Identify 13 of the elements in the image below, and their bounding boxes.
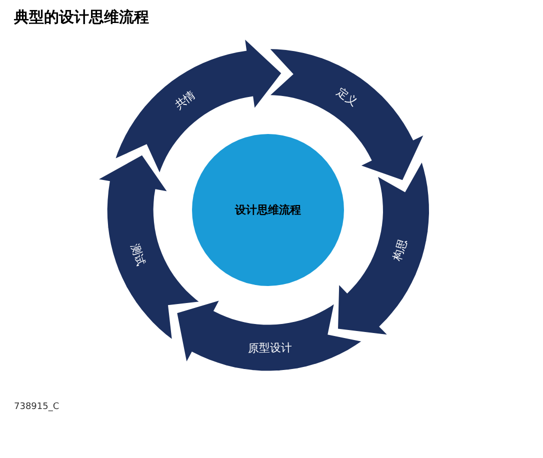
ring-segment [114, 36, 282, 175]
reference-code: 738915_C [14, 402, 60, 412]
diagram-title: 典型的设计思维流程 [14, 8, 149, 27]
ring-segment [337, 160, 430, 336]
node-label: 设计思维流程 [235, 204, 301, 216]
ring-segment [176, 299, 364, 372]
center-circle [192, 134, 344, 286]
node-label: 构思 [392, 238, 408, 262]
node-label: 共情 [172, 88, 198, 111]
node-label: 原型设计 [248, 342, 292, 354]
ring-segment [268, 48, 426, 182]
node-label: 测试 [128, 242, 146, 268]
node-label: 定义 [334, 86, 360, 108]
